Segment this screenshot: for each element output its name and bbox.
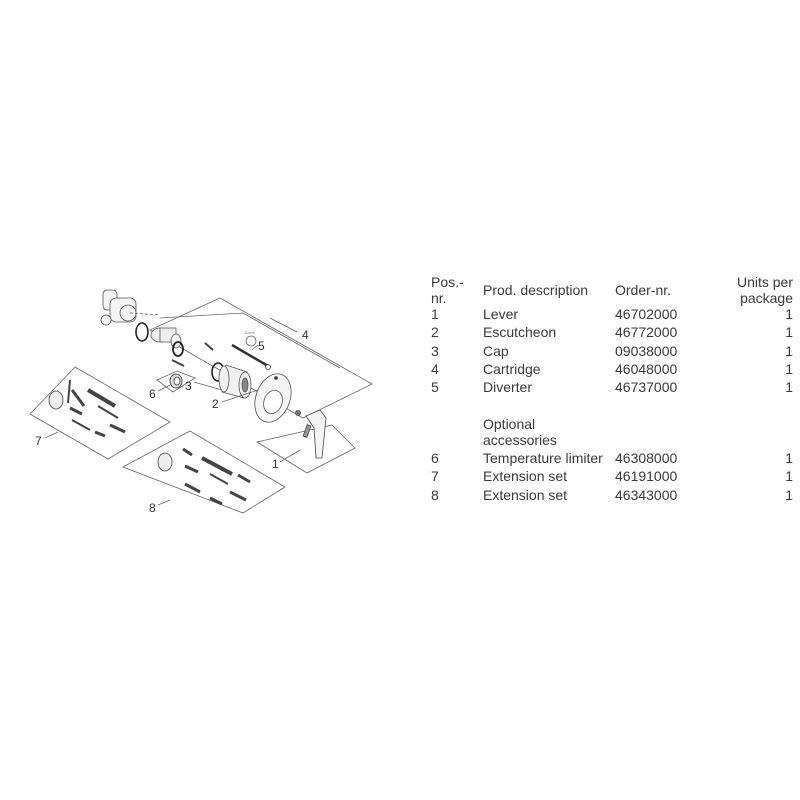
row-units: 1 xyxy=(785,450,793,466)
callout-4: 4 xyxy=(302,328,309,342)
optional-heading: Optional xyxy=(483,416,536,432)
row-description: Escutcheon xyxy=(483,324,557,341)
optional-heading-2: accessories xyxy=(483,432,557,448)
group-box-4-inner xyxy=(159,312,341,369)
callout-3: 3 xyxy=(185,379,192,393)
header-pos-2: nr. xyxy=(431,290,447,306)
row-units: 1 xyxy=(785,360,793,377)
leader-2 xyxy=(221,389,259,403)
group-box-7 xyxy=(29,366,171,460)
nut xyxy=(172,341,184,357)
leader-1 xyxy=(279,449,301,463)
row-description: Extension set xyxy=(483,468,568,485)
row-description: Cap xyxy=(483,342,509,359)
escutcheon xyxy=(254,373,292,423)
exploded-parts-diagram: 1 2 3 4 5 6 7 8 11mm xyxy=(29,289,373,515)
row-description: Lever xyxy=(483,306,519,322)
valve-body xyxy=(100,289,137,326)
row-units: 1 xyxy=(785,486,793,503)
row-pos: 3 xyxy=(431,342,439,359)
dimension-annotation: 11mm xyxy=(244,330,255,335)
leader-3 xyxy=(193,381,223,391)
row-pos: 1 xyxy=(431,306,439,322)
row-pos: 5 xyxy=(431,379,439,396)
row-order-nr: 46772000 xyxy=(615,324,678,341)
leader-6 xyxy=(157,384,171,392)
group-box-6 xyxy=(156,370,196,393)
group-box-4 xyxy=(149,297,373,419)
header-pos: Pos.- xyxy=(431,274,464,290)
row-pos: 6 xyxy=(431,450,439,466)
row-description: Diverter xyxy=(483,379,533,396)
header-units-2: package xyxy=(740,290,793,306)
callout-6: 6 xyxy=(149,387,156,401)
row-order-nr: 46191000 xyxy=(615,468,678,485)
row-description: Temperature limiter xyxy=(483,450,603,466)
leader-8 xyxy=(157,499,171,506)
callout-8: 8 xyxy=(149,501,156,515)
row-order-nr: 46048000 xyxy=(615,360,678,377)
row-pos: 7 xyxy=(431,468,439,485)
header-units: Units per xyxy=(736,274,793,290)
diverter-gauge xyxy=(245,335,257,347)
row-order-nr: 09038000 xyxy=(615,342,678,359)
row-units: 1 xyxy=(785,306,793,322)
row-description: Extension set xyxy=(483,486,568,503)
extension-set-8-parts xyxy=(157,447,251,506)
screw xyxy=(171,359,185,367)
row-units: 1 xyxy=(785,468,793,485)
callout-2: 2 xyxy=(212,397,219,411)
row-units: 1 xyxy=(785,379,793,396)
row-pos: 4 xyxy=(431,360,439,377)
row-units: 1 xyxy=(785,324,793,341)
leader-7 xyxy=(44,431,59,439)
row-pos: 8 xyxy=(431,486,439,503)
extension-set-7-parts xyxy=(48,379,126,438)
leader-4 xyxy=(269,317,298,333)
row-units: 1 xyxy=(785,342,793,359)
leader-5 xyxy=(251,344,259,351)
cap xyxy=(218,364,252,399)
temperature-limiter xyxy=(169,373,183,389)
header-order-nr: Order-nr. xyxy=(615,282,672,298)
diverter xyxy=(231,343,271,370)
cartridge xyxy=(150,327,182,349)
row-description: Cartridge xyxy=(483,360,541,377)
screw xyxy=(204,342,214,351)
o-ring-large xyxy=(135,322,149,342)
row-order-nr: 46737000 xyxy=(615,379,678,396)
header-description: Prod. description xyxy=(483,282,589,298)
callout-1: 1 xyxy=(272,457,279,471)
callout-7: 7 xyxy=(35,434,42,448)
row-order-nr: 46308000 xyxy=(615,450,678,466)
lever xyxy=(295,409,327,459)
group-box-8 xyxy=(122,430,286,514)
row-order-nr: 46343000 xyxy=(615,486,678,503)
row-order-nr: 46702000 xyxy=(615,306,678,322)
row-pos: 2 xyxy=(431,324,439,341)
callout-5: 5 xyxy=(258,339,265,353)
